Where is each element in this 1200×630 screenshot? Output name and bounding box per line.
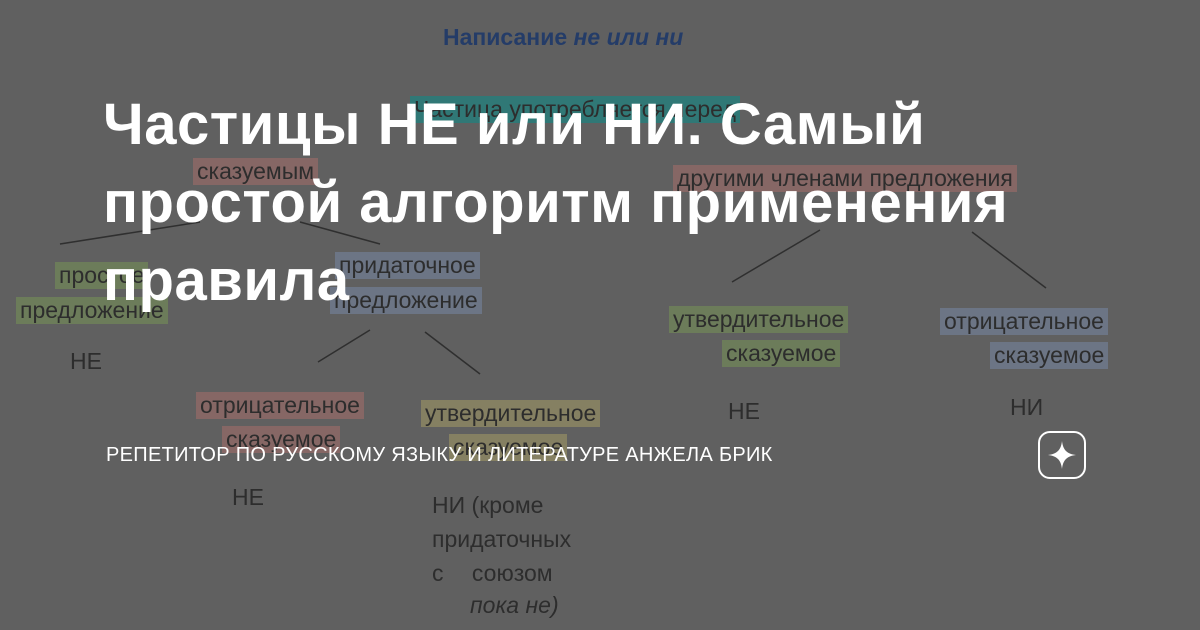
- diagram-negative-right-line1: отрицательное: [940, 308, 1108, 335]
- diagram-ne-label: НЕ: [70, 348, 102, 374]
- diagram-ni-note-line3: с союзом: [432, 560, 553, 586]
- arrow-line: [971, 231, 1047, 289]
- diagram-affirmative-line1: утвердительное: [421, 400, 601, 427]
- diagram-ni-note-line4: пока не): [470, 592, 559, 618]
- diagram-ni-label: НИ: [1010, 394, 1044, 420]
- diagram-top-box: Частица употребляется перед: [410, 96, 740, 123]
- diagram-affirmative-right-line2: сказуемое: [722, 340, 841, 367]
- diagram-title: Написание не или ни: [443, 24, 684, 50]
- arrow-line: [299, 221, 381, 245]
- diagram-negative-line1: отрицательное: [196, 392, 364, 419]
- diagram-subordinate-line2: предложение: [330, 287, 482, 314]
- diagram-ni-note-line2: придаточных: [432, 526, 572, 552]
- diagram-negative-line2: сказуемое: [222, 426, 341, 453]
- diagram-subordinate-line1: придаточное: [335, 252, 480, 279]
- diagram-ne-label: НЕ: [728, 398, 760, 424]
- article-headline[interactable]: Частицы НЕ или НИ. Самый простой алгорит…: [103, 92, 1009, 313]
- diagram-ni-note-line1: НИ (кроме: [432, 492, 544, 518]
- channel-name[interactable]: РЕПЕТИТОР ПО РУССКОМУ ЯЗЫКУ И ЛИТЕРАТУРЕ…: [106, 444, 773, 466]
- sparkle-star-icon[interactable]: [1038, 431, 1086, 479]
- diagram-negative-right-line2: сказуемое: [990, 342, 1109, 369]
- arrow-line: [59, 221, 201, 245]
- arrow-line: [317, 329, 371, 363]
- sparkle-star-glyph: [1048, 441, 1076, 469]
- arrow-line: [731, 229, 821, 283]
- diagram-predicate-box: сказуемым: [193, 158, 319, 185]
- diagram-simple-line1: простое: [55, 262, 149, 289]
- diagram-ne-label: НЕ: [232, 484, 264, 510]
- diagram-affirmative-right-line1: утвердительное: [669, 306, 849, 333]
- arrow-line: [424, 331, 481, 375]
- diagram-affirmative-line2: сказуемое: [449, 434, 568, 461]
- diagram-simple-line2: предложение: [16, 297, 168, 324]
- diagram-other-members-box: другими членами предложения: [673, 165, 1017, 192]
